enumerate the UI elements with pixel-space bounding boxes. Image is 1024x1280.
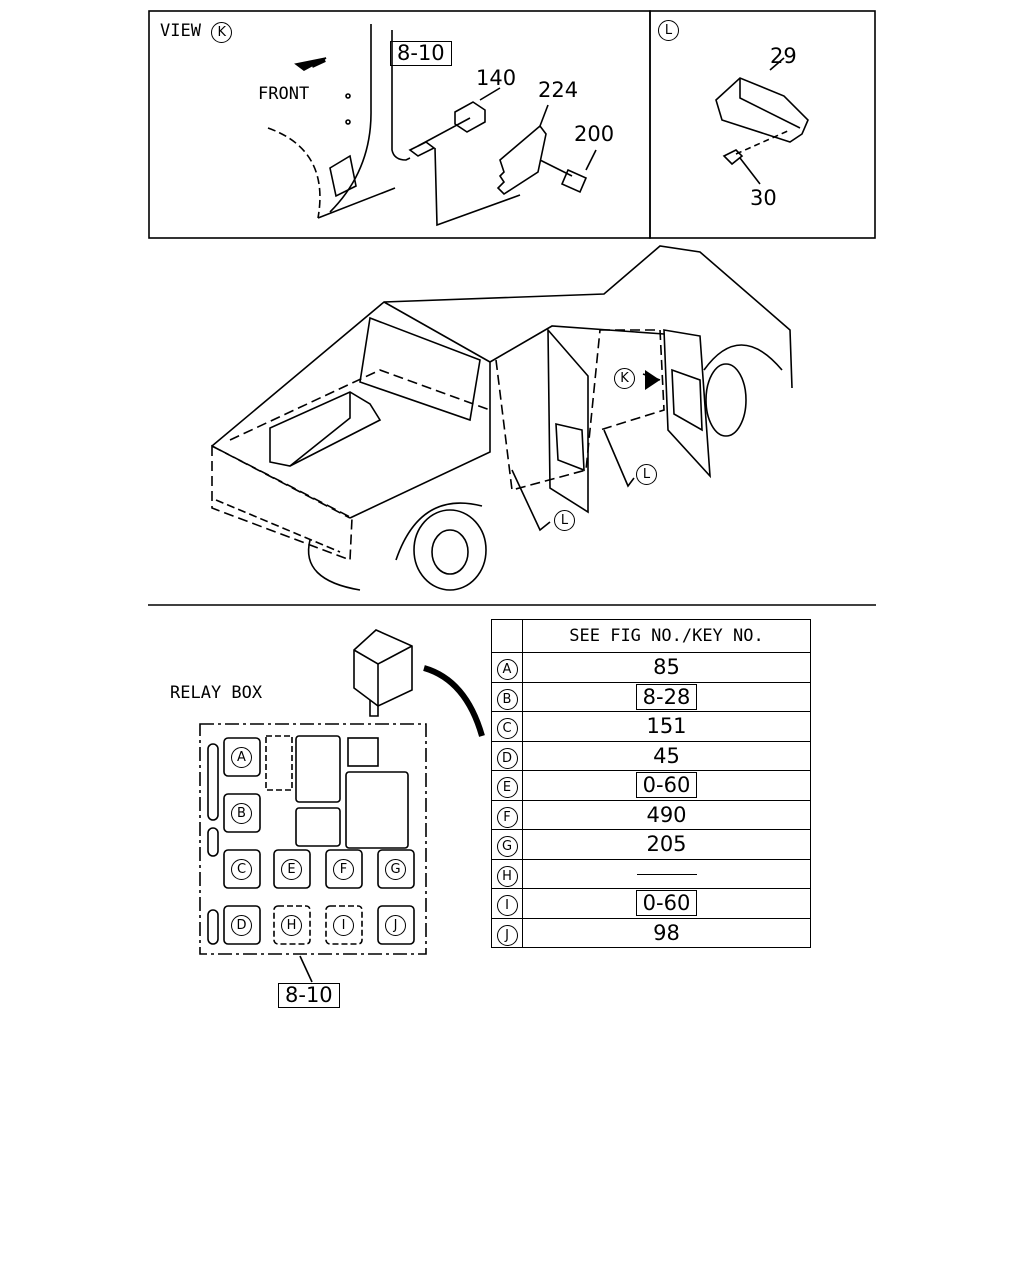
bracket-224: [496, 124, 547, 196]
part-label-200: 200: [574, 122, 615, 146]
row-value: 85: [522, 652, 811, 683]
part-label-30: 30: [750, 186, 777, 210]
part-30: [722, 149, 744, 166]
relay-slot-i: I: [333, 915, 354, 936]
view-k-title: VIEW K: [160, 22, 233, 43]
vehicle-outline: [211, 245, 793, 591]
relay-slot-g: G: [385, 859, 406, 880]
row-key: F: [491, 799, 523, 830]
table-row: H: [491, 858, 811, 889]
row-key: A: [491, 652, 523, 683]
row-key: E: [491, 770, 523, 801]
relay-slot-c: C: [231, 859, 252, 880]
vehicle-marker-k: K: [614, 368, 635, 389]
row-value: 0-60: [522, 888, 811, 919]
row-key: J: [491, 917, 523, 948]
view-k-key: K: [211, 22, 233, 43]
vehicle-marker-l-front: L: [636, 464, 657, 485]
row-value: 0-60: [522, 770, 811, 801]
rear-door: [547, 327, 589, 514]
row-value: 98: [522, 917, 811, 948]
front-label: FRONT: [258, 84, 310, 104]
no-reference-dash: [636, 874, 697, 876]
row-key: C: [491, 711, 523, 742]
row-value: 8-28: [522, 681, 811, 712]
relay-slot-b: B: [231, 803, 252, 824]
row-value: 45: [522, 740, 811, 771]
row-value: 205: [522, 829, 811, 860]
view-l-key: L: [658, 20, 679, 41]
relay-box-label: RELAY BOX: [170, 683, 263, 703]
view-l-title: L: [658, 20, 679, 41]
body-panel: [267, 127, 321, 219]
relay-cube: [353, 629, 413, 707]
row-key: G: [491, 829, 523, 860]
relay-slot-d: D: [231, 915, 252, 936]
row-key: H: [491, 858, 523, 889]
row-value: [522, 858, 811, 889]
relay-box-outline: [199, 723, 427, 955]
part-29: [715, 77, 809, 143]
relay-slot-j: J: [385, 915, 406, 936]
row-key: B: [491, 681, 523, 712]
reference-table-header: SEE FIG NO./KEY NO.: [522, 619, 811, 653]
view-k-arrow: [645, 370, 660, 390]
relay-slot-h: H: [281, 915, 302, 936]
reference-table-header-row: SEE FIG NO./KEY NO.: [491, 619, 811, 653]
row-key: D: [491, 740, 523, 771]
relay-slot-a: A: [231, 747, 252, 768]
part-label-140: 140: [476, 66, 517, 90]
front-door: [663, 329, 711, 479]
row-key: I: [491, 888, 523, 919]
view-l-frame: [649, 10, 876, 239]
view-k-ref-box: 8-10: [390, 41, 452, 66]
relay-slot-e: E: [281, 859, 302, 880]
part-label-29: 29: [770, 44, 797, 68]
relay-slot-f: F: [333, 859, 354, 880]
row-value: 151: [522, 711, 811, 742]
vehicle-marker-l-rear: L: [554, 510, 575, 531]
row-value: 490: [522, 799, 811, 830]
relay-box-ref-box: 8-10: [278, 983, 340, 1008]
part-label-224: 224: [538, 78, 579, 102]
